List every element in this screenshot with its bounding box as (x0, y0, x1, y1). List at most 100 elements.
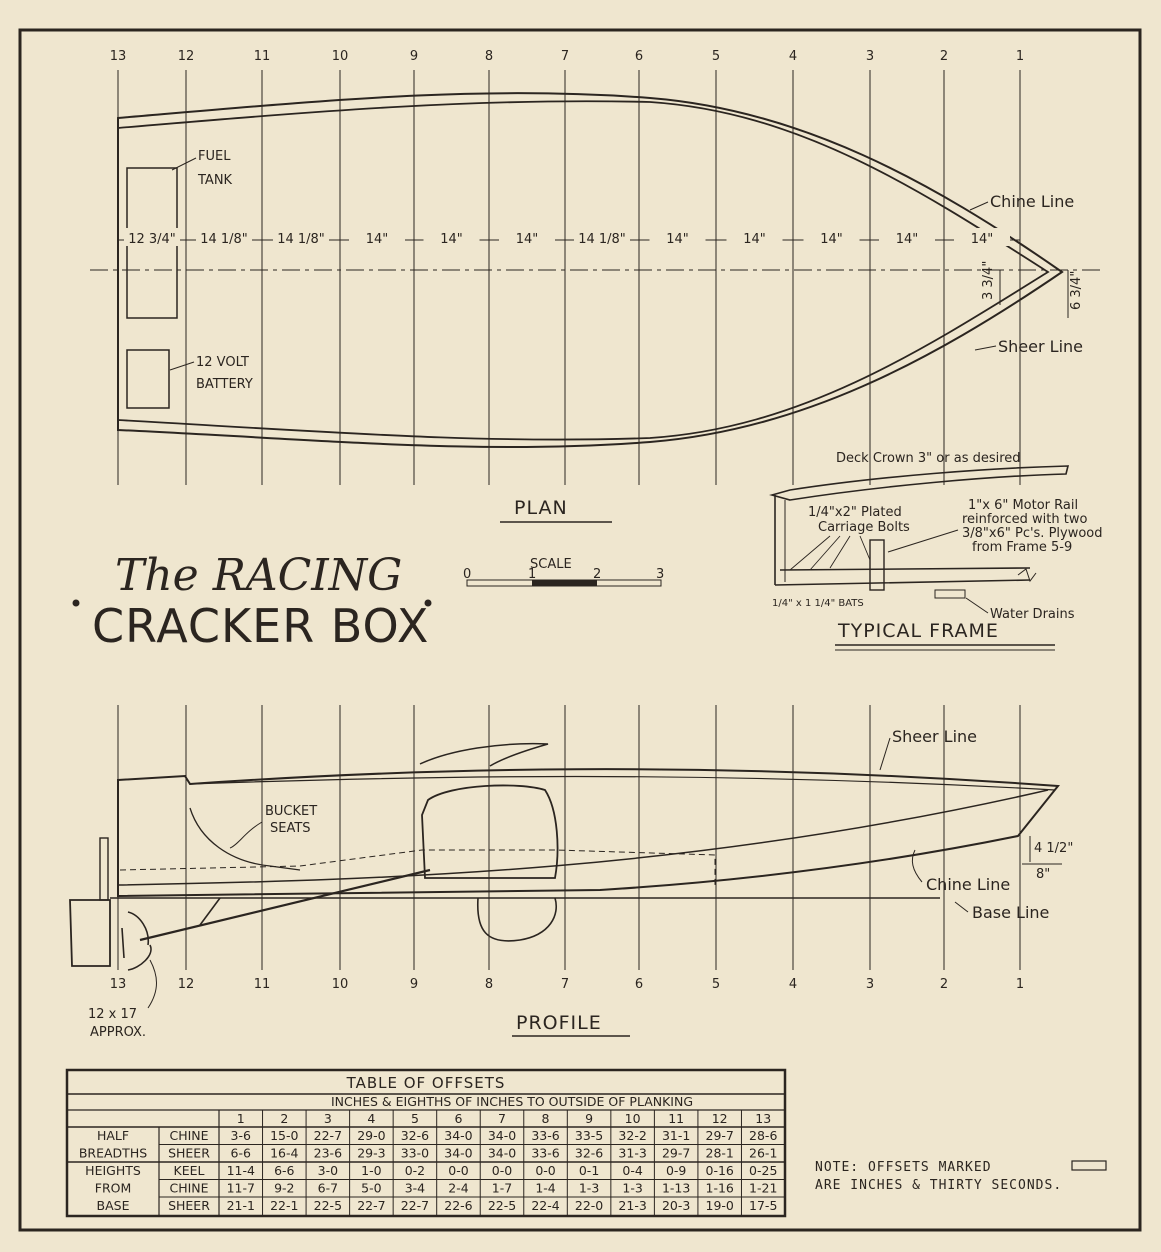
profile-station-number: 13 (110, 977, 127, 992)
profile-caption: PROFILE (516, 1012, 602, 1034)
plan-station-number: 10 (332, 49, 349, 64)
offsets-column-header: 7 (498, 1111, 506, 1126)
plan-station-number: 11 (254, 49, 271, 64)
plan-caption: PLAN (514, 497, 568, 519)
motor-rail-label-4: from Frame 5-9 (972, 540, 1072, 555)
offsets-cell: 22-0 (575, 1198, 603, 1213)
offsets-cell: 3-6 (231, 1128, 251, 1143)
motor-rail (869, 539, 885, 591)
offsets-cell: 1-13 (662, 1181, 690, 1196)
offsets-column-header: 1 (237, 1111, 245, 1126)
chine-line-label: Chine Line (990, 192, 1074, 211)
profile-station-lines (117, 705, 1021, 970)
bow-len-label: 8" (1036, 867, 1050, 882)
offsets-cell: 31-1 (662, 1128, 690, 1143)
offsets-cell: 22-4 (531, 1198, 559, 1213)
offsets-cell: 32-2 (618, 1128, 646, 1143)
offsets-group-name: HEIGHTS (85, 1163, 141, 1178)
offsets-cell: 33-6 (531, 1146, 559, 1161)
fuel-tank-leader (171, 157, 197, 171)
spacing-label: 12 3/4" (128, 232, 176, 247)
spacing-label: 14 1/8" (200, 232, 248, 247)
spacing-label: 14 1/8" (578, 232, 626, 247)
spacing-label-bg (726, 228, 783, 246)
profile-chine-leader (911, 849, 923, 883)
offsets-cell: 15-0 (270, 1128, 298, 1143)
offsets-cell: 33-5 (575, 1128, 603, 1143)
offsets-group-name: BASE (97, 1198, 130, 1213)
note-marker-box (1071, 1160, 1107, 1171)
scale-bar: SCALE 0 1 2 3 (463, 557, 664, 587)
bucket-label-1: BUCKET (265, 804, 317, 819)
offsets-cell: 34-0 (444, 1146, 472, 1161)
interior-dashed (119, 849, 716, 885)
offsets-cell: 29-7 (662, 1146, 690, 1161)
scale-label: SCALE (530, 557, 572, 572)
battery-label-2: BATTERY (196, 377, 253, 392)
profile-chine (117, 789, 1049, 886)
offsets-cell: 28-6 (749, 1128, 777, 1143)
offsets-note: NOTE: OFFSETS MARKED ARE INCHES & THIRTY… (815, 1160, 1107, 1193)
offsets-cell: 0-4 (622, 1163, 642, 1178)
deck-crown-label: Deck Crown 3" or as desired (836, 451, 1021, 466)
offsets-row-label: KEEL (174, 1163, 205, 1178)
offsets-cell: 16-4 (270, 1146, 298, 1161)
typical-frame: Deck Crown 3" or as desired 1/4"x2" Plat… (769, 451, 1103, 651)
battery (126, 349, 170, 409)
fuel-tank-label-2: TANK (197, 173, 233, 188)
bow-rise-label: 4 1/2" (1034, 841, 1073, 856)
offsets-cell: 0-9 (666, 1163, 686, 1178)
spacing-label-bg (124, 228, 180, 246)
prop-leader (147, 959, 157, 1009)
spacing-label: 14" (971, 232, 994, 247)
offsets-cell: 21-1 (227, 1198, 255, 1213)
prop-shaft (139, 868, 431, 942)
cowl (419, 742, 549, 767)
profile-sheer-leader (879, 737, 891, 771)
offsets-cell: 5-0 (361, 1181, 381, 1196)
bolts-label-2: Carriage Bolts (818, 520, 910, 535)
bolts-leaders (789, 535, 871, 571)
plan-station-number: 12 (178, 49, 195, 64)
plan-station-number: 2 (940, 49, 948, 64)
plan-station-number: 7 (561, 49, 569, 64)
bucket-label-2: SEATS (270, 821, 311, 836)
offsets-cell: 33-6 (531, 1128, 559, 1143)
offsets-cell: 6-6 (231, 1146, 251, 1161)
offsets-cell: 6-6 (274, 1163, 294, 1178)
title-dot-right (424, 599, 432, 607)
offsets-row-label: CHINE (169, 1181, 208, 1196)
profile-station-number: 12 (178, 977, 195, 992)
rudder-post (99, 837, 109, 901)
offsets-column-header: 5 (411, 1111, 419, 1126)
title-line-1: The RACING (115, 550, 402, 601)
bow-dim-sheer-label: 6 3/4" (1069, 271, 1084, 310)
profile-station-number: 11 (254, 977, 271, 992)
plan-station-number: 3 (866, 49, 874, 64)
offsets-row-label: SHEER (168, 1198, 210, 1213)
offsets-cell: 29-3 (357, 1146, 385, 1161)
offsets-cell: 22-6 (444, 1198, 472, 1213)
title-dot-left (72, 599, 80, 607)
offsets-cell: 31-3 (618, 1146, 646, 1161)
battery-label-1: 12 VOLT (196, 355, 249, 370)
spacing-label: 14" (440, 232, 463, 247)
offsets-cell: 3-4 (405, 1181, 425, 1196)
offsets-column-header: 12 (712, 1111, 728, 1126)
offsets-cell: 9-2 (274, 1181, 294, 1196)
offsets-cell: 22-1 (270, 1198, 298, 1213)
bats-label: 1/4" x 1 1/4" BATS (772, 598, 864, 609)
offsets-cell: 6-7 (318, 1181, 338, 1196)
scale-bar-fill-1 (532, 580, 597, 586)
propeller (121, 911, 152, 971)
offsets-cell: 0-0 (535, 1163, 555, 1178)
bow-dim-chine-label: 3 3/4" (981, 261, 996, 300)
offsets-cell: 0-0 (492, 1163, 512, 1178)
offsets-row-label: CHINE (169, 1128, 208, 1143)
spacing-label: 14 1/8" (277, 232, 325, 247)
offsets-cell: 1-3 (579, 1181, 599, 1196)
plan-sheer-outline (117, 92, 1064, 449)
